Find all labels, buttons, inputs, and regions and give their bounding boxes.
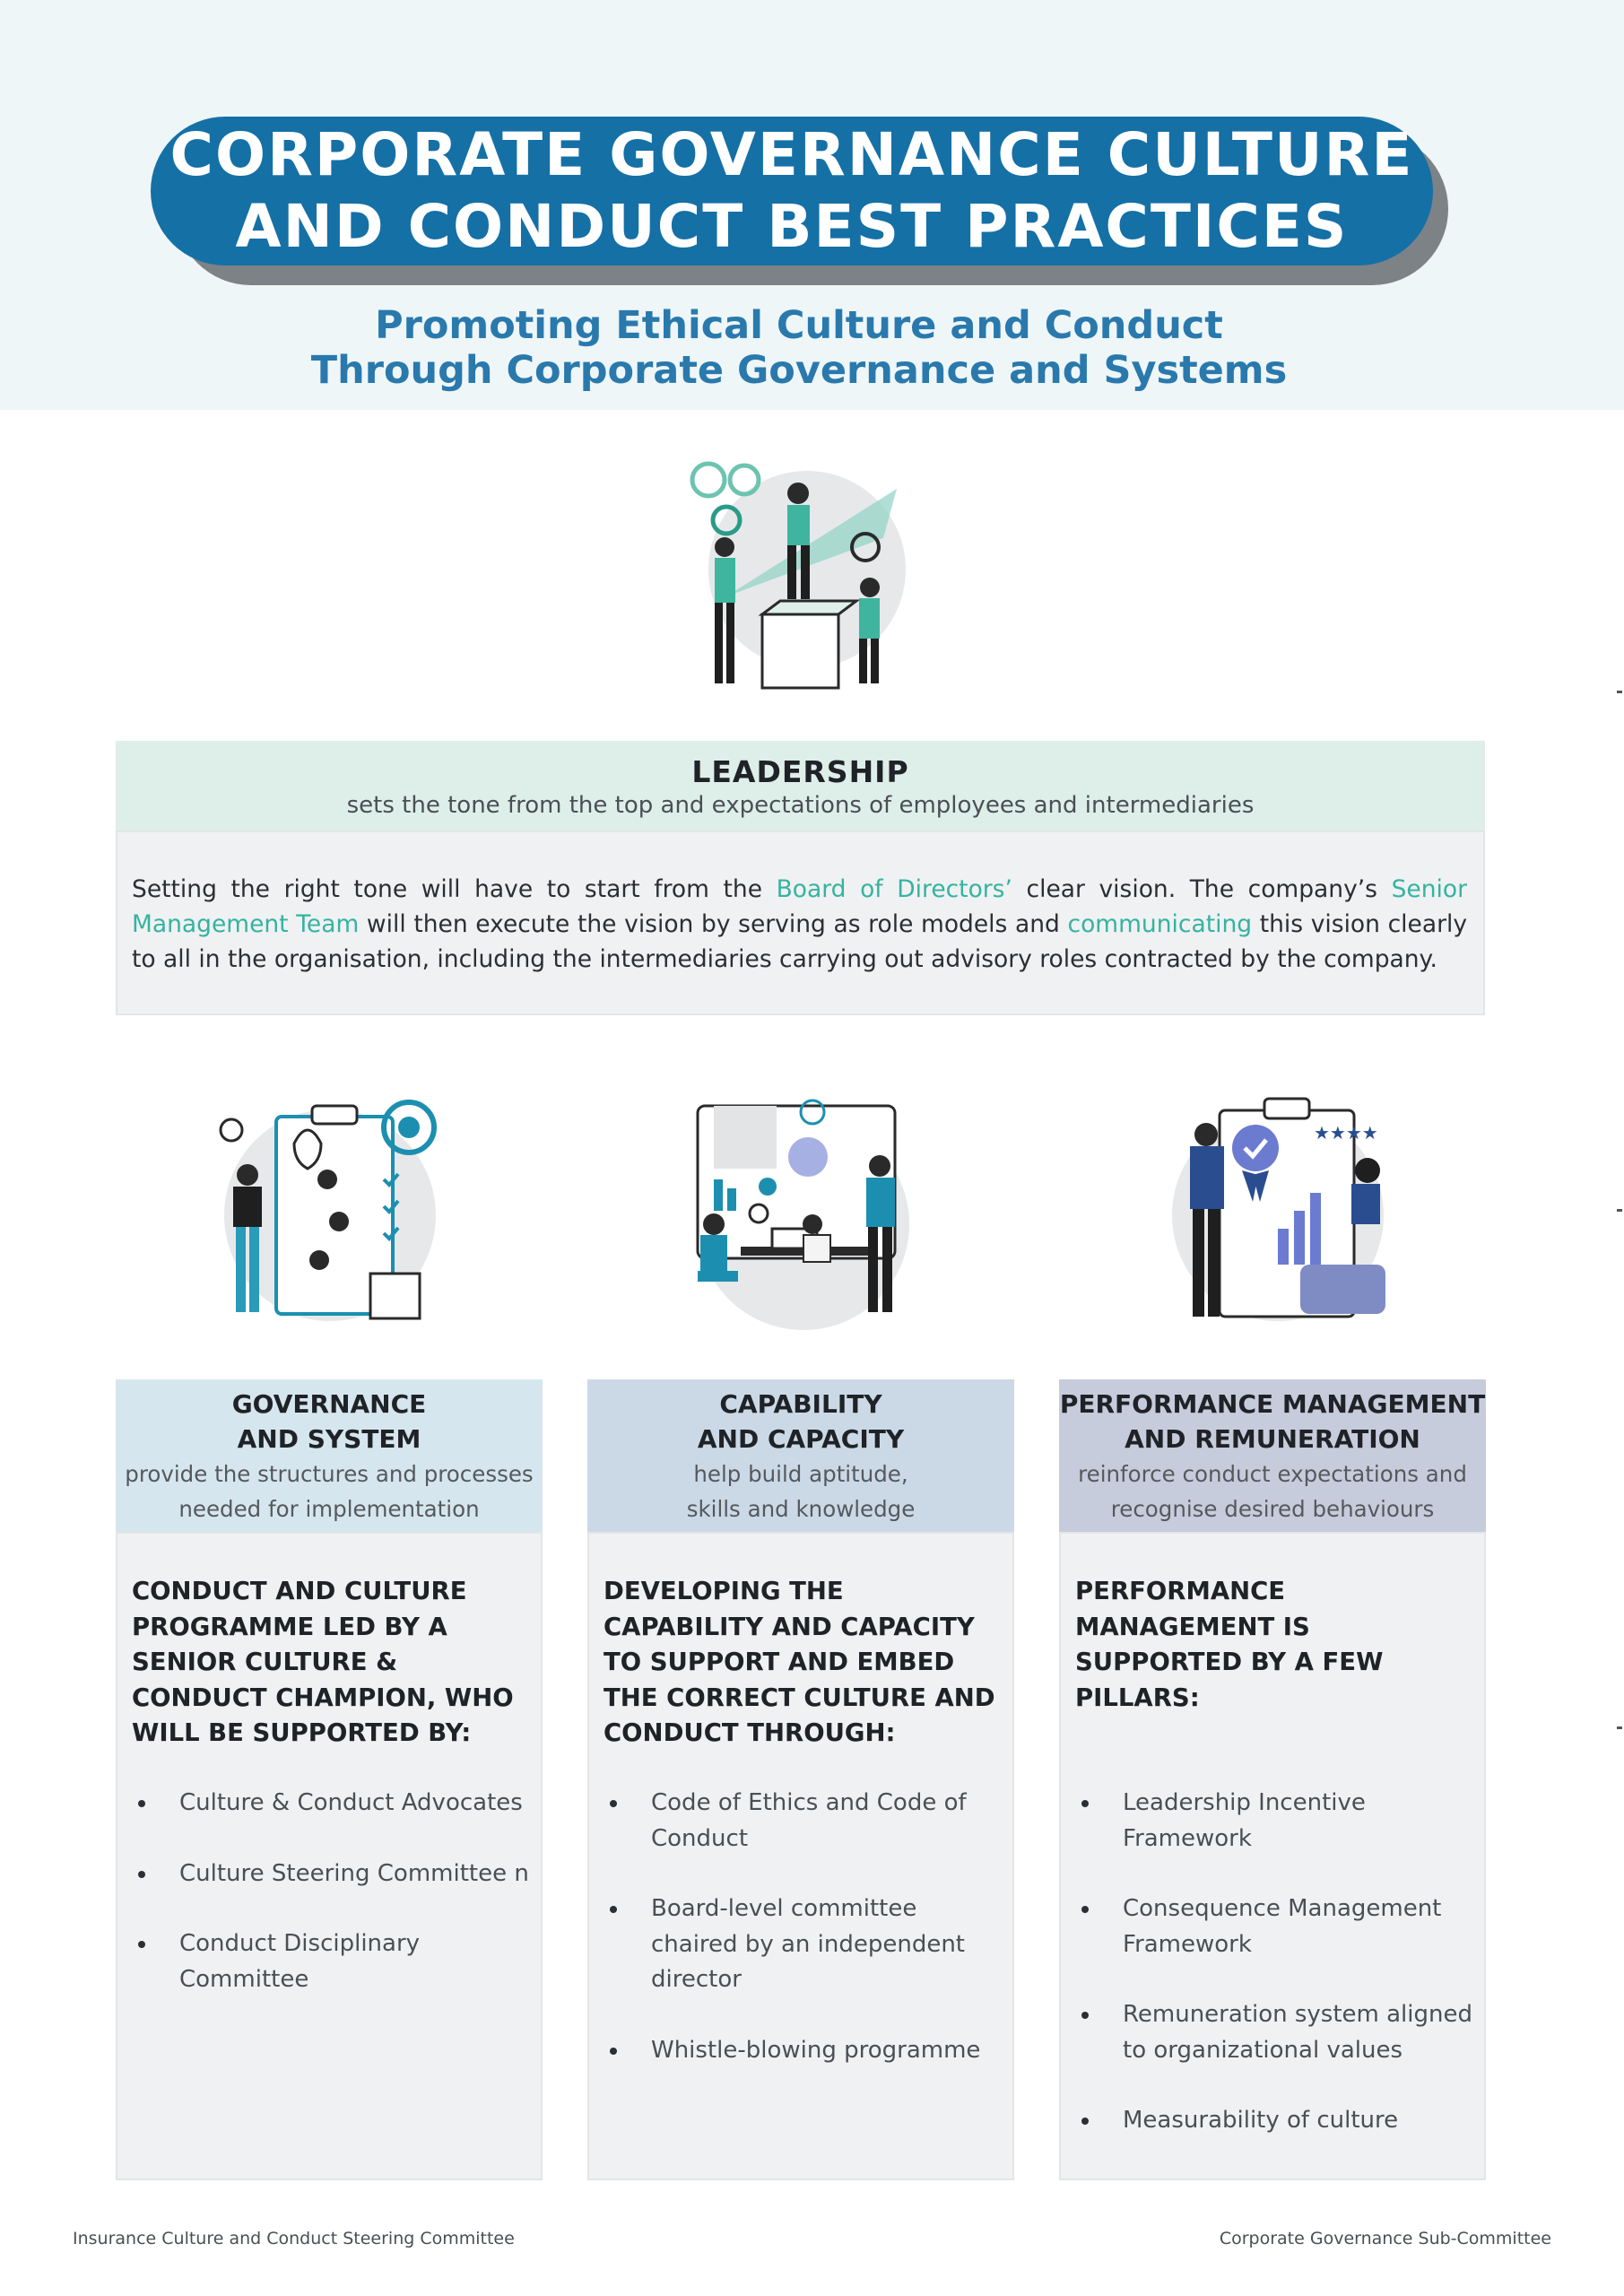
footer-right-credit: Corporate Governance Sub-Committee — [1219, 2229, 1551, 2248]
performance-title-line-2: AND REMUNERATION — [1125, 1424, 1420, 1454]
page-title-line-2: AND CONDUCT BEST PRACTICES — [235, 192, 1349, 261]
governance-checklist-icon — [219, 1100, 437, 1321]
performance-lead-text: PERFORMANCE MANAGEMENT IS SUPPORTED BY A… — [1075, 1577, 1384, 1712]
performance-subtitle-line-1: reinforce conduct expectations and — [1078, 1461, 1467, 1487]
list-item: Whistle-blowing programme — [604, 2033, 1003, 2069]
edge-mark — [1617, 1209, 1622, 1212]
leadership-body: Setting the right tone will have to star… — [116, 831, 1485, 1015]
capability-subtitle-line-2: skills and knowledge — [686, 1496, 916, 1522]
governance-lead-text: CONDUCT AND CULTURE PROGRAMME LED BY A S… — [132, 1577, 514, 1747]
list-item: Culture & Conduct Advocates — [132, 1786, 532, 1822]
team-leadership-icon — [690, 461, 906, 690]
list-item: Conduct Disciplinary Committee — [132, 1926, 532, 1997]
capability-training-illustration — [678, 1090, 929, 1341]
leadership-text: this vision clearly to all in the organi… — [132, 910, 1468, 973]
team-leadership-illustration — [673, 453, 924, 695]
page-subtitle: Promoting Ethical Culture and Conduct Th… — [0, 303, 1598, 393]
subtitle-line-2: Through Corporate Governance and Systems — [310, 348, 1288, 393]
governance-title-line-2: AND SYSTEM — [237, 1424, 421, 1454]
governance-header: GOVERNANCE AND SYSTEM provide the struct… — [116, 1379, 543, 1532]
list-item: Code of Ethics and Code of Conduct — [604, 1786, 1003, 1857]
leadership-header: LEADERSHIP sets the tone from the top an… — [116, 741, 1485, 831]
leadership-text: will then execute the vision by serving … — [359, 910, 1068, 938]
list-item: Remuneration system aligned to organizat… — [1075, 1997, 1475, 2068]
subtitle-line-1: Promoting Ethical Culture and Conduct — [375, 303, 1223, 348]
leadership-title: LEADERSHIP — [691, 754, 909, 789]
capability-header: CAPABILITY AND CAPACITY help build aptit… — [587, 1379, 1014, 1532]
list-item: Consequence Management Framework — [1075, 1892, 1475, 1962]
list-item: Leadership Incentive Framework — [1075, 1786, 1475, 1857]
capability-training-icon — [696, 1099, 909, 1330]
capability-bullet-list: Code of Ethics and Code of Conduct Board… — [604, 1786, 1003, 2103]
edge-mark — [1617, 691, 1622, 693]
highlight-board-of-directors: Board of Directors’ — [776, 875, 1012, 903]
performance-award-icon: ★★★★ — [1172, 1097, 1385, 1321]
capability-title-line-2: AND CAPACITY — [697, 1424, 905, 1454]
performance-subtitle-line-2: recognise desired behaviours — [1110, 1496, 1435, 1522]
governance-bullet-list: Culture & Conduct Advocates Culture Stee… — [132, 1786, 532, 2032]
capability-subtitle-line-1: help build aptitude, — [693, 1461, 908, 1487]
leadership-paragraph: Setting the right tone will have to star… — [132, 872, 1467, 977]
leadership-text: Setting the right tone will have to star… — [132, 875, 777, 903]
capability-panel: DEVELOPING THE CAPABILITY AND CAPACITY T… — [587, 1532, 1014, 2180]
list-item: Measurability of culture — [1075, 2103, 1475, 2139]
list-item: Board-level committee chaired by an inde… — [604, 1892, 1003, 1998]
performance-award-illustration: ★★★★ — [1152, 1085, 1403, 1341]
leadership-tagline: sets the tone from the top and expectati… — [346, 792, 1255, 819]
title-banner: CORPORATE GOVERNANCE CULTURE AND CONDUCT… — [151, 117, 1433, 265]
footer-left-credit: Insurance Culture and Conduct Steering C… — [73, 2229, 515, 2248]
performance-title-line-1: PERFORMANCE MANAGEMENT — [1059, 1389, 1486, 1419]
list-item: Culture Steering Committee n — [132, 1857, 532, 1892]
svg-text:★★★★: ★★★★ — [1314, 1122, 1378, 1144]
governance-panel: CONDUCT AND CULTURE PROGRAMME LED BY A S… — [116, 1532, 543, 2180]
page-title-line-1: CORPORATE GOVERNANCE CULTURE — [169, 120, 1414, 189]
governance-subtitle-line-1: provide the structures and processes — [125, 1461, 534, 1487]
leadership-text: clear vision. The company’s — [1012, 875, 1392, 903]
edge-mark — [1617, 1726, 1622, 1729]
highlight-senior-management-team: Senior Management Team — [132, 875, 1467, 938]
capability-lead-text: DEVELOPING THE CAPABILITY AND CAPACITY T… — [604, 1577, 995, 1747]
governance-subtitle-line-2: needed for implementation — [178, 1496, 480, 1522]
performance-bullet-list: Leadership Incentive Framework Consequen… — [1075, 1786, 1475, 2174]
performance-header: PERFORMANCE MANAGEMENT AND REMUNERATION … — [1059, 1379, 1486, 1532]
highlight-communicating: communicating — [1067, 910, 1253, 938]
capability-title-line-1: CAPABILITY — [719, 1389, 882, 1419]
performance-panel: PERFORMANCE MANAGEMENT IS SUPPORTED BY A… — [1059, 1532, 1486, 2180]
governance-checklist-illustration — [204, 1090, 456, 1341]
governance-title-line-1: GOVERNANCE — [231, 1389, 427, 1419]
